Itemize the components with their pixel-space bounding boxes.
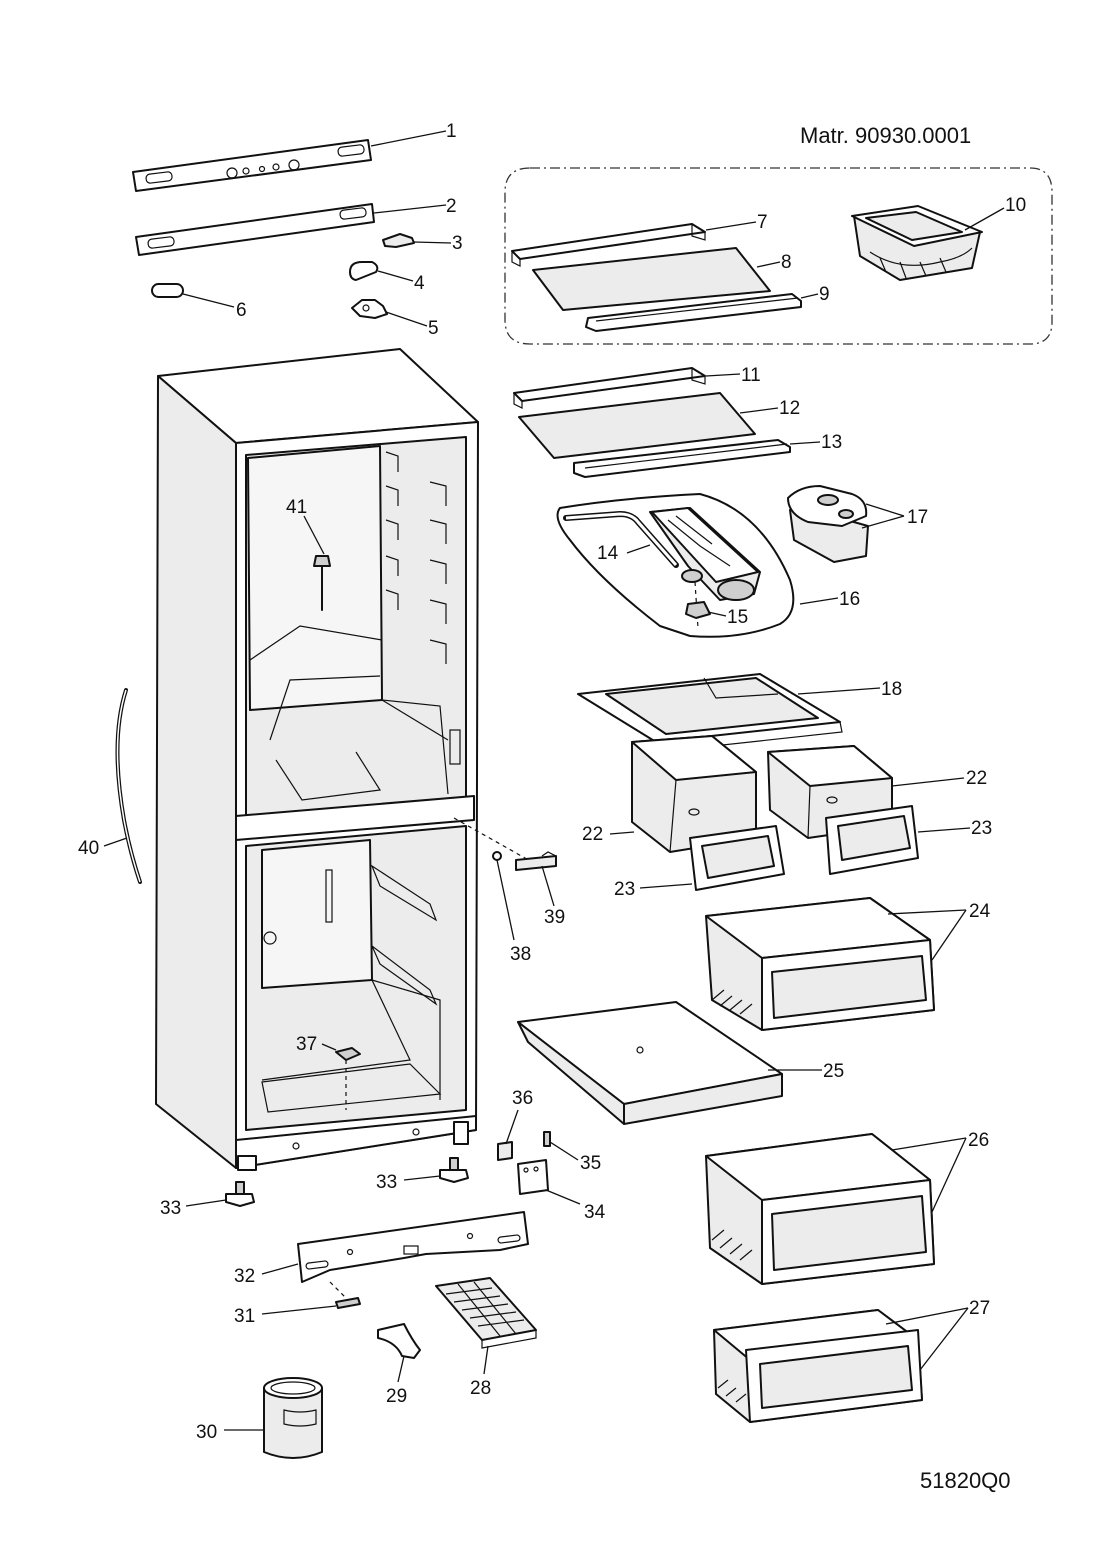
part-25-glass-shelf: 25: [517, 1001, 844, 1125]
callout-26: 26: [968, 1130, 989, 1151]
callout-18: 18: [881, 679, 902, 700]
callout-38: 38: [510, 944, 531, 965]
callout-40: 40: [78, 838, 99, 859]
callout-15: 15: [727, 607, 748, 628]
drawing-code: 51820Q0: [920, 1468, 1011, 1493]
callout-24: 24: [969, 901, 991, 922]
part-11-shelf-trim: 11: [513, 365, 761, 409]
callout-32: 32: [234, 1266, 255, 1287]
part-32-kickplate: 32: [234, 1211, 529, 1299]
callout-37: 37: [296, 1034, 317, 1055]
callout-39: 39: [544, 907, 565, 928]
part-34-hinge: 34: [517, 1159, 606, 1223]
part-17-container: 17: [787, 485, 928, 563]
part-22-left-drawer: 22: [582, 735, 757, 853]
part-30-cup: 30: [196, 1377, 323, 1459]
callout-23b: 23: [971, 818, 992, 839]
part-40-gasket: 40: [78, 688, 142, 884]
callout-3: 3: [452, 233, 463, 254]
part-1-control-panel: 1: [132, 121, 457, 192]
part-33-foot-left: 33: [160, 1181, 255, 1219]
callout-4: 4: [414, 273, 425, 294]
material-code: Matr. 90930.0001: [800, 123, 971, 148]
callout-8: 8: [781, 252, 792, 273]
callout-13: 13: [821, 432, 842, 453]
part-9-shelf-edge: 9: [585, 284, 830, 332]
callout-11: 11: [741, 365, 761, 386]
part-12-glass-shelf: 12: [518, 392, 800, 459]
part-24-drawer: 24: [705, 897, 991, 1031]
part-23-left-front: 23: [614, 825, 785, 900]
callout-28: 28: [470, 1378, 491, 1399]
callout-30: 30: [196, 1422, 217, 1443]
part-33-foot-right: 33: [376, 1157, 469, 1193]
callout-5: 5: [428, 318, 439, 339]
callout-41: 41: [286, 497, 307, 518]
callout-6: 6: [236, 300, 247, 321]
callout-9: 9: [819, 284, 830, 305]
part-4-cap: 4: [349, 261, 425, 294]
fridge-cabinet: [155, 348, 533, 1171]
callout-12: 12: [779, 398, 800, 419]
callout-22a: 22: [582, 824, 603, 845]
part-37-plug: 37: [296, 1034, 361, 1061]
callout-36: 36: [512, 1088, 533, 1109]
part-3-clip: 3: [382, 233, 463, 254]
part-26-drawer: 26: [705, 1130, 989, 1285]
part-28-grille: 28: [435, 1277, 537, 1399]
part-41-probe: 41: [286, 497, 331, 611]
part-31-clip: 31: [234, 1297, 361, 1327]
part-16-group: 16: [556, 493, 860, 638]
part-15-valve: 15: [685, 581, 748, 629]
part-35-pin: 35: [543, 1131, 601, 1174]
part-6-plug: 6: [151, 283, 247, 321]
part-14-tube: 14: [563, 511, 679, 568]
part-16-dispenser: [649, 507, 761, 601]
callout-2: 2: [446, 196, 457, 217]
group-outline-7-10: [504, 167, 1053, 345]
part-2-panel: 2: [135, 196, 457, 256]
callout-10: 10: [1005, 195, 1026, 216]
part-13-shelf-edge: 13: [573, 432, 842, 478]
callout-14: 14: [597, 543, 619, 564]
part-27-drawer: 27: [713, 1298, 990, 1423]
part-23-right-front: 23: [825, 805, 992, 875]
callout-34: 34: [584, 1202, 606, 1223]
callout-23a: 23: [614, 879, 635, 900]
callout-35: 35: [580, 1153, 601, 1174]
callout-16: 16: [839, 589, 860, 610]
part-38-screw: 38: [492, 851, 531, 965]
callout-27: 27: [969, 1298, 990, 1319]
part-18-drawer-cover: 18: [577, 673, 902, 753]
part-7-shelf-trim: 7: [511, 212, 768, 267]
callout-29: 29: [386, 1386, 407, 1407]
callout-31: 31: [234, 1306, 255, 1327]
callout-1: 1: [446, 121, 457, 142]
callout-33a: 33: [160, 1198, 181, 1219]
part-39-bracket: 39: [515, 851, 565, 928]
callout-25: 25: [823, 1061, 844, 1082]
callout-22b: 22: [966, 768, 987, 789]
callout-17: 17: [907, 507, 928, 528]
part-5-hinge-cover: 5: [351, 299, 439, 339]
part-29-scraper: 29: [377, 1323, 421, 1407]
part-10-ice-tray: 10: [851, 195, 1026, 281]
callout-7: 7: [757, 212, 768, 233]
part-36-plate: 36: [497, 1088, 533, 1161]
callout-33b: 33: [376, 1172, 397, 1193]
part-8-glass-shelf: 8: [532, 247, 792, 311]
